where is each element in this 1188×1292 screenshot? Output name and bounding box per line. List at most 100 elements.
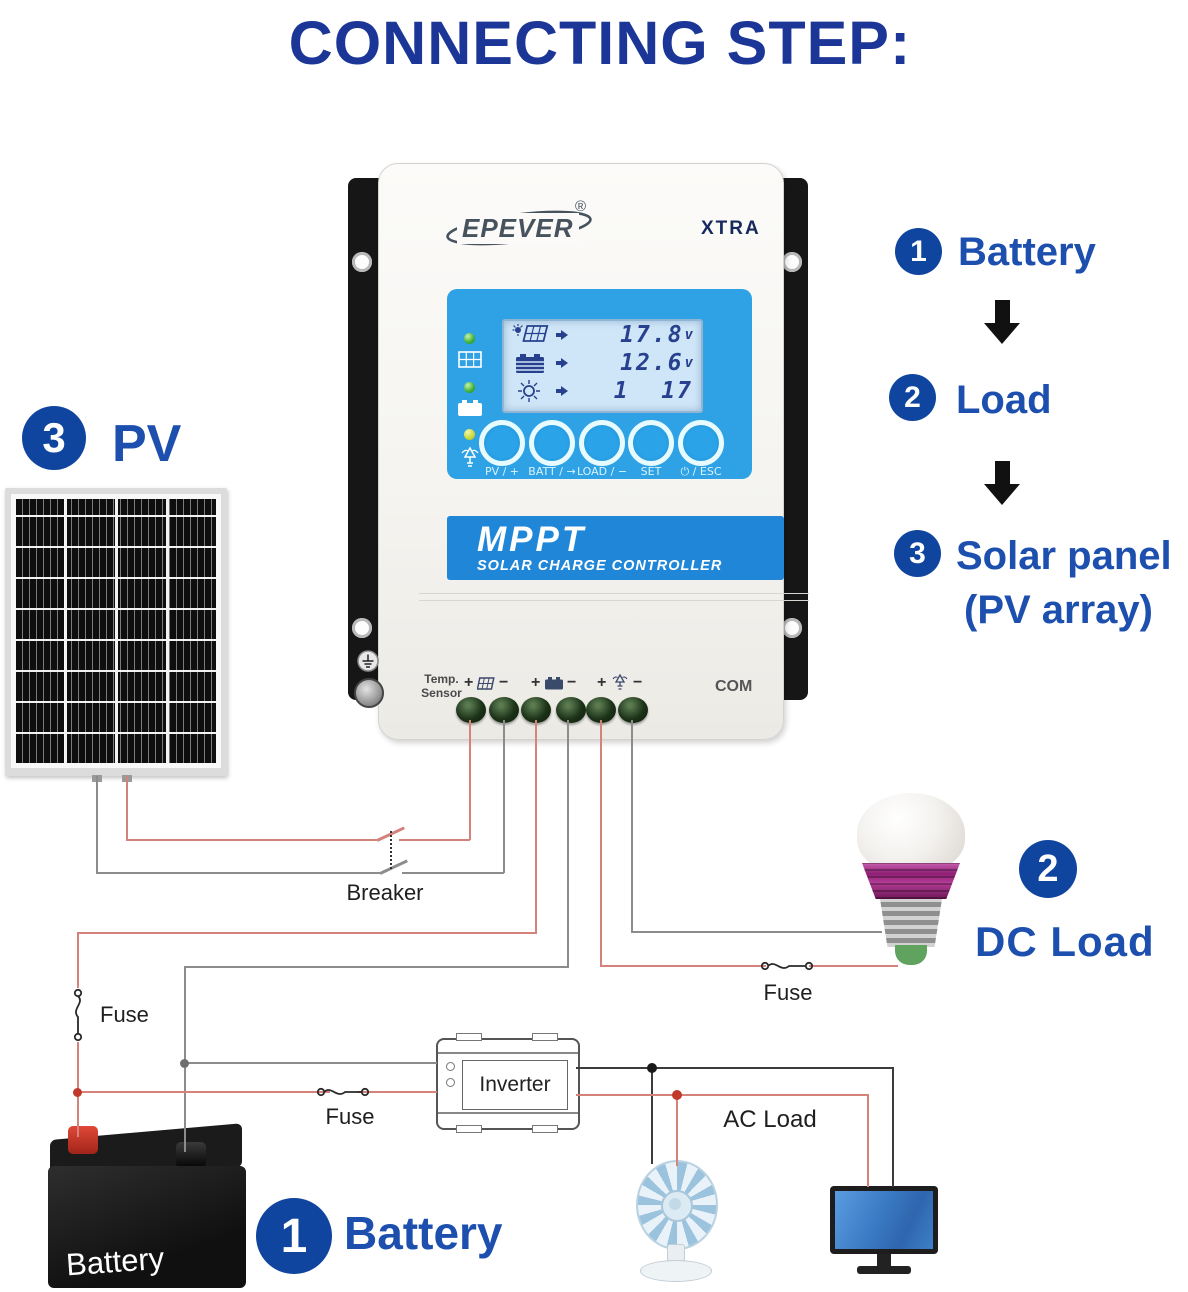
pv-plus-label: + (464, 674, 474, 691)
wire-inverter-plus (78, 1091, 330, 1093)
inverter-tab (456, 1125, 482, 1133)
lcd-pv-voltage: 17.8 (620, 322, 684, 348)
wire-ac-monitor (892, 1067, 894, 1187)
bracket-hole-icon (352, 252, 372, 272)
step-3-label: Solar panel (956, 534, 1172, 578)
pv-minus-terminal (489, 697, 519, 723)
battery-negative-post (176, 1142, 206, 1168)
monitor-screen (835, 1191, 933, 1249)
battery-step-circle: 1 (256, 1198, 332, 1274)
ground-icon (357, 650, 379, 672)
load-plus-terminal (586, 697, 616, 723)
wire-load-minus (631, 720, 633, 933)
lcd-battery-icon (516, 354, 544, 373)
wire-ac-fan-live (676, 1094, 678, 1166)
fuse-icon (316, 1087, 370, 1097)
solar-panel-icon (458, 351, 482, 368)
inverter-screw-icon (446, 1062, 455, 1071)
mppt-subtitle: SOLAR CHARGE CONTROLLER (477, 558, 723, 574)
body-crease (419, 600, 809, 601)
charge-controller: EPEVER ® XTRA (345, 163, 811, 741)
battery-body: Battery (48, 1166, 246, 1288)
pv-status-led (464, 333, 475, 344)
down-arrow-icon (995, 300, 1010, 323)
step-1-label: Battery (958, 230, 1096, 274)
fan-base (640, 1260, 712, 1282)
lcd-battery-voltage: 12.6 (620, 350, 684, 376)
solar-panel-cells (16, 499, 216, 763)
wire-ac-neutral (576, 1067, 894, 1069)
bracket-hole-icon (782, 618, 802, 638)
controller-body: EPEVER ® XTRA (378, 163, 809, 740)
wire-batt-plus (77, 932, 79, 988)
wire-ac-monitor-live (867, 1094, 869, 1187)
brand-logo: EPEVER (457, 213, 579, 244)
esc-button-label: ⏻ / ESC (680, 465, 722, 478)
load-minus-label: − (633, 674, 643, 691)
wire-batt-plus (78, 932, 537, 934)
load-minus-terminal (618, 697, 648, 723)
body-crease (419, 593, 809, 594)
batt-plus-label: + (531, 674, 541, 691)
wire-pv-plus (127, 839, 377, 841)
wire-load-plus (600, 965, 766, 967)
wire-ac-live (576, 1094, 869, 1096)
wire-pv-minus (503, 720, 505, 873)
pv-terminal-icon (477, 677, 495, 690)
fuse-icon (760, 961, 814, 971)
pv-button (479, 420, 525, 466)
bulb-contact-tip (895, 945, 927, 965)
lcd-load-value: 1 17 (613, 378, 693, 404)
junction-dot (73, 1088, 82, 1097)
inverter-tab (532, 1033, 558, 1041)
inverter-device: Inverter (436, 1033, 580, 1133)
wire-load-plus (600, 720, 602, 967)
batt-minus-label: − (567, 674, 577, 691)
junction-dot (180, 1059, 189, 1068)
junction-dot (647, 1063, 657, 1073)
wire-pv-minus (97, 872, 380, 874)
down-arrow-icon (984, 484, 1020, 505)
wire-pv-minus (96, 776, 98, 874)
breaker-label: Breaker (346, 880, 424, 905)
lcd-row-load: 1 17 (504, 377, 701, 405)
lcd-row-pv: 17.8 v (504, 321, 701, 349)
monitor-device (830, 1186, 938, 1276)
battery-fuse-label: Fuse (100, 1002, 149, 1027)
temp-sensor-connector (354, 678, 384, 708)
battery-device: Battery (48, 1123, 248, 1288)
lcd-pv-unit: v (684, 327, 693, 343)
esc-button (678, 420, 724, 466)
pv-button-label: PV / + (484, 465, 520, 478)
fan-hub-cap (669, 1198, 681, 1210)
step-3-sublabel: (PV array) (964, 588, 1153, 632)
wire-inverter-plus (357, 1091, 437, 1093)
inverter-seam (438, 1052, 578, 1054)
display-panel: 17.8 v 12.6 v (447, 289, 752, 479)
pv-minus-label: − (499, 674, 509, 691)
wire-pv-plus (126, 776, 128, 841)
down-arrow-icon (995, 461, 1010, 484)
monitor-base (857, 1266, 911, 1274)
mppt-band: MPPT SOLAR CHARGE CONTROLLER (447, 516, 784, 580)
com-port-label: COM (715, 678, 753, 695)
wire-pv-plus (399, 839, 470, 841)
batt-button-label: BATT / → (528, 465, 576, 478)
temp-sensor-label: Temp. Sensor (421, 672, 462, 700)
wire-ac-fan (651, 1067, 653, 1164)
batt-button (529, 420, 575, 466)
monitor-stand (877, 1254, 891, 1266)
load-status-led (464, 429, 475, 440)
lcd-load-sun-icon (518, 380, 540, 402)
dc-fuse-label: Fuse (763, 980, 813, 1005)
lcd-sun-panel-icon (512, 324, 549, 342)
wire-load-minus (631, 931, 882, 933)
pv-plus-terminal (456, 697, 486, 723)
load-terminal-icon (612, 673, 628, 690)
down-arrow-icon (984, 323, 1020, 344)
load-bulb-icon (461, 446, 479, 467)
junction-dot (672, 1090, 682, 1100)
pv-step-circle: 3 (22, 406, 86, 470)
wire-batt-minus (567, 720, 569, 968)
step-1-circle: 1 (895, 228, 942, 275)
